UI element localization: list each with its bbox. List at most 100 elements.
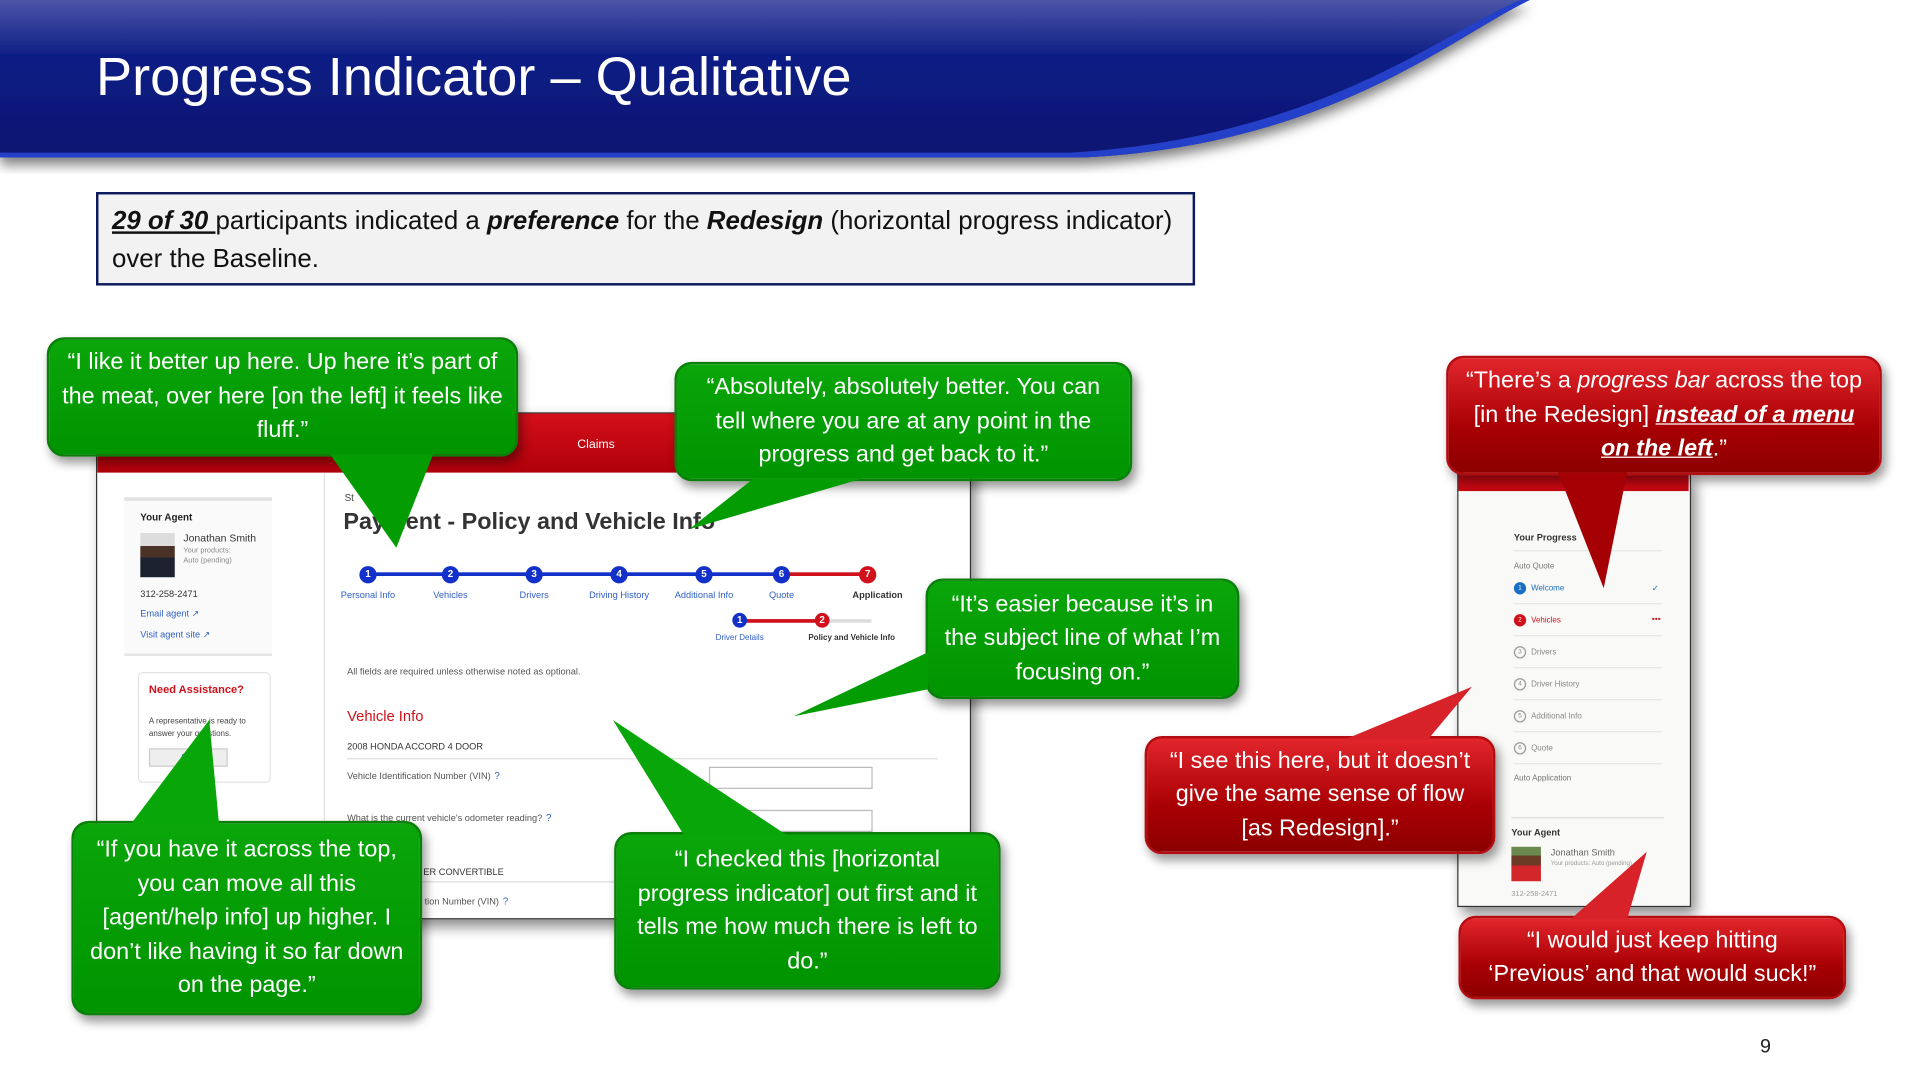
progress-track-blue	[368, 572, 782, 577]
summary-box: 29 of 30 participants indicated a prefer…	[96, 192, 1196, 286]
divider	[1513, 731, 1662, 733]
page-title: Payment - Policy and Vehicle Info	[343, 509, 716, 536]
substep-circle-2[interactable]: 2	[814, 612, 830, 628]
agent-heading: Your Agent	[140, 512, 193, 524]
quote-text: “I see this here, but it doesn’t give th…	[1169, 748, 1471, 842]
agent-name: Jonathan Smith	[183, 531, 257, 545]
page-number: 9	[1760, 1036, 1771, 1058]
in-progress-icon: •••	[1651, 615, 1661, 625]
help-icon[interactable]: ?	[545, 812, 552, 824]
required-note: All fields are required unless otherwise…	[347, 665, 581, 677]
group-auto-application[interactable]: Auto Application	[1513, 774, 1572, 783]
assistance-button[interactable]: Get	[148, 748, 228, 767]
divider	[1513, 550, 1662, 552]
quote-text: “I checked this [horizontal progress ind…	[637, 846, 978, 975]
vin-input[interactable]	[708, 766, 873, 789]
quote-text: “It’s easier because it’s in the subject…	[944, 591, 1221, 686]
progress-menu-item[interactable]: 4 Driver History	[1513, 678, 1580, 691]
assistance-button-label: Get	[181, 753, 196, 762]
step-label[interactable]: Driving History	[589, 589, 650, 601]
summary-text: (horizontal progress indicator) over the…	[112, 206, 1173, 274]
quote-text: “If you have it across the top, you can …	[90, 837, 404, 999]
substep-circle-1[interactable]: 1	[732, 612, 748, 628]
vin-label-2: tion Number (VIN)?	[425, 896, 509, 907]
email-agent-link[interactable]: Email agent ↗	[140, 608, 199, 619]
external-link-icon: ↗	[191, 608, 200, 620]
quote-text: “Absolutely, absolutely better. You can …	[706, 374, 1101, 469]
divider	[347, 758, 938, 760]
quote-callout-8: “I would just keep hitting ‘Previous’ an…	[1458, 915, 1847, 1000]
group-auto-quote: Auto Quote	[1513, 562, 1555, 572]
agent-photo	[140, 532, 175, 578]
step-label[interactable]: Vehicles	[433, 589, 468, 601]
vehicle-1-heading: 2008 HONDA ACCORD 4 DOOR	[347, 740, 484, 753]
step-label[interactable]: Additional Info	[674, 589, 734, 601]
odometer-label: What is the current vehicle's odometer r…	[347, 812, 551, 823]
divider	[1513, 699, 1662, 701]
substep-track-rest	[822, 619, 872, 623]
step-circle-5[interactable]: 5	[695, 566, 713, 584]
slide-title: Progress Indicator – Qualitative	[96, 46, 852, 108]
quote-callout-2: “Absolutely, absolutely better. You can …	[674, 361, 1133, 482]
vin-label-text: Vehicle Identification Number (VIN)	[347, 770, 491, 782]
quote-callout-1: “I like it better up here. Up here it’s …	[46, 337, 519, 457]
summary-text: for the	[619, 206, 707, 236]
quote-callout-7: “I see this here, but it doesn’t give th…	[1144, 736, 1496, 855]
step-circle-2[interactable]: 2	[441, 566, 460, 584]
sidebar-divider	[323, 472, 325, 919]
menu-item-label: Additional Info	[1531, 712, 1582, 721]
nav-claims[interactable]: Claims	[577, 438, 615, 452]
vehicle-2-heading: ER CONVERTIBLE	[423, 866, 504, 878]
summary-redesign: Redesign	[706, 206, 824, 236]
odometer-input[interactable]	[708, 809, 873, 833]
help-icon[interactable]: ?	[494, 770, 500, 782]
step-number-icon: 2	[1513, 614, 1527, 627]
visit-agent-site-label: Visit agent site	[140, 628, 201, 641]
substep-track	[739, 619, 823, 623]
step-label[interactable]: Application	[852, 589, 903, 601]
step-label[interactable]: Quote	[768, 589, 795, 601]
callout-pointer	[1344, 686, 1473, 740]
summary-count: 29 of 30	[112, 206, 216, 236]
agent-products: Your products:	[183, 547, 231, 556]
divider	[1513, 603, 1662, 605]
step-circle-3[interactable]: 3	[525, 566, 543, 584]
step-label[interactable]: Drivers	[519, 589, 549, 601]
divider	[1513, 667, 1662, 669]
title-banner	[0, 0, 1530, 158]
check-icon: ✓	[1651, 584, 1659, 594]
quote-callout-6: “There’s a progress bar across the top […	[1446, 355, 1882, 476]
divider	[1513, 763, 1662, 765]
redesign-nav-bar	[1458, 475, 1689, 492]
agent-phone: 312-258-2471	[1511, 891, 1558, 899]
external-link-icon: ↗	[202, 628, 211, 641]
step-circle-1[interactable]: 1	[359, 566, 377, 584]
agent-name: Jonathan Smith	[1550, 846, 1615, 858]
progress-track-red	[781, 572, 868, 577]
assistance-text: A representative is ready to answer your…	[148, 717, 246, 739]
section-title: Vehicle Info	[347, 707, 424, 725]
step-number-icon: 4	[1513, 678, 1527, 691]
quote-callout-4: “If you have it across the top, you can …	[71, 820, 423, 1016]
step-circle-6[interactable]: 6	[772, 566, 791, 584]
visit-agent-site-link[interactable]: Visit agent site ↗	[140, 629, 210, 640]
help-icon[interactable]: ?	[502, 896, 509, 908]
agent-phone: 312-258-2471	[140, 588, 198, 600]
step-label[interactable]: Personal Info	[340, 589, 396, 601]
vin-label: Vehicle Identification Number (VIN)?	[347, 770, 500, 781]
substep-label[interactable]: Policy and Vehicle Info	[808, 633, 896, 643]
step-circle-7[interactable]: 7	[859, 566, 877, 584]
agent-products-value: Auto (pending)	[183, 557, 232, 565]
vin-label-text: tion Number (VIN)	[424, 896, 500, 908]
substep-label[interactable]: Driver Details	[715, 633, 764, 643]
quote-text: “I like it better up here. Up here it’s …	[62, 349, 503, 444]
menu-item-label: Driver History	[1531, 680, 1580, 689]
assistance-title: Need Assistance?	[148, 683, 244, 696]
step-circle-4[interactable]: 4	[610, 566, 628, 584]
